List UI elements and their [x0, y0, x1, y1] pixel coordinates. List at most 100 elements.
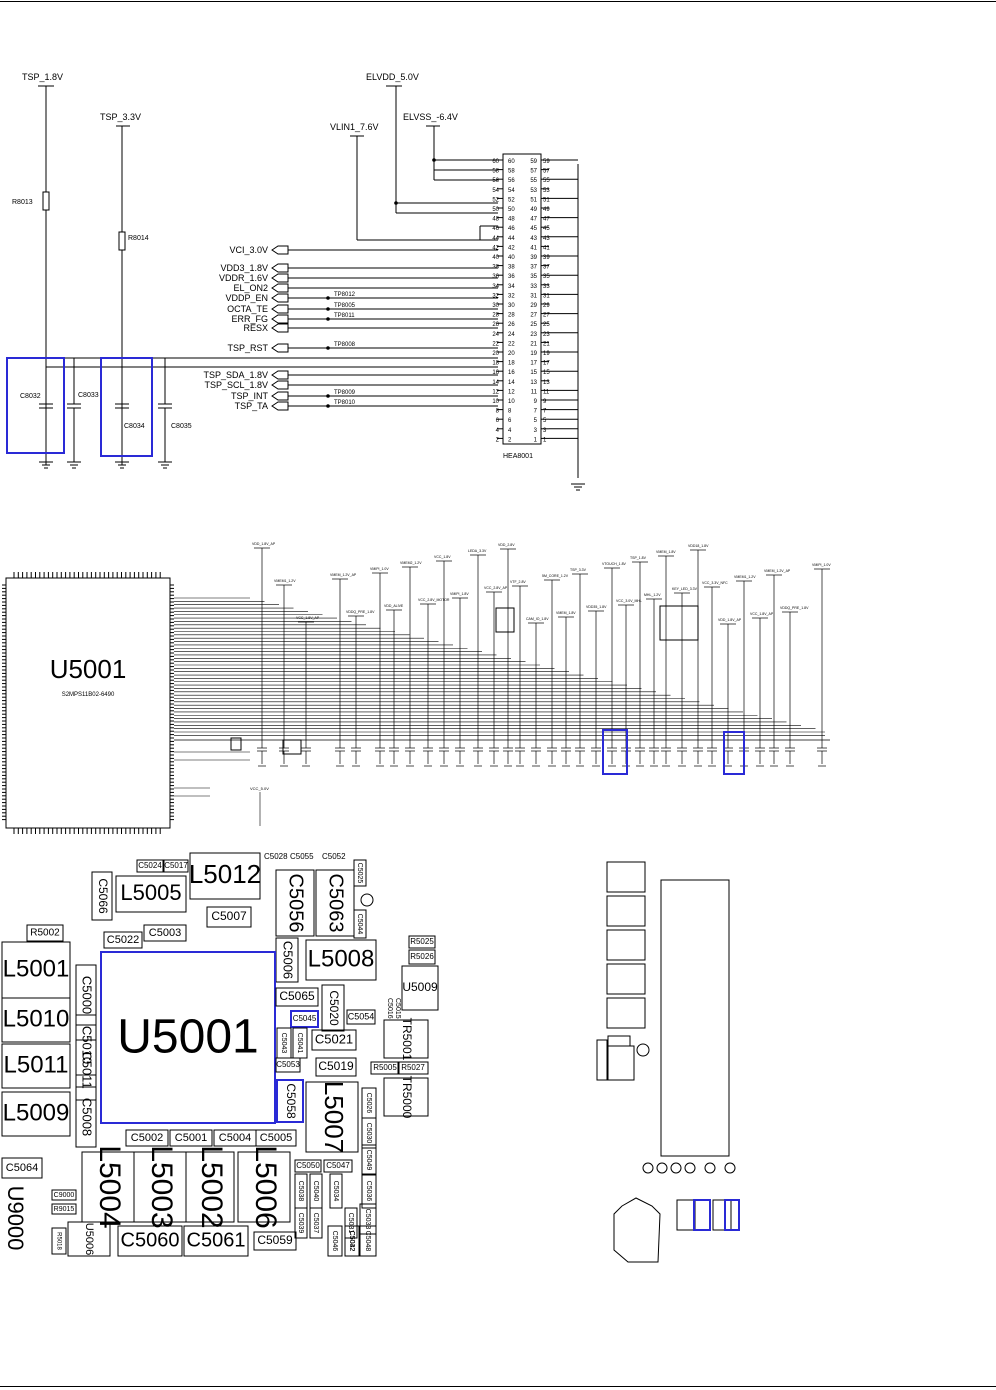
signal-label-err-fg: ERR_FG	[231, 314, 268, 324]
pcb-part	[91, 871, 113, 921]
pin-number: 8	[496, 409, 500, 415]
pcb-part-label: C5011	[80, 1051, 95, 1088]
pin-number: 43	[543, 236, 550, 242]
pcb-part	[361, 1173, 377, 1209]
pin-number: 48	[492, 217, 499, 223]
pcb-part	[26, 924, 64, 942]
pin-number: 27	[543, 313, 550, 319]
pin-number: 36	[508, 274, 515, 280]
pcb-part-label: C5019	[318, 1059, 354, 1073]
pin-number: 18	[508, 361, 515, 367]
pin-number: 39	[530, 255, 537, 261]
pcb-part	[115, 875, 187, 913]
pin-number: 7	[543, 409, 547, 415]
pcb-part	[183, 1225, 249, 1257]
rail-label: VCC_3.3V_NFC	[702, 581, 728, 585]
junction	[394, 201, 398, 205]
pcb-part-label: C5049	[365, 1150, 372, 1171]
pin-number: 28	[492, 313, 499, 319]
socket-outline	[613, 1197, 661, 1263]
pin-number: 8	[508, 409, 512, 415]
pin-number: 50	[492, 207, 499, 213]
pin-number: 9	[534, 399, 538, 405]
pcb-part-label: R5027	[401, 1063, 425, 1072]
pin-number: 48	[508, 217, 515, 223]
pcb-part-label: C5063	[325, 874, 347, 933]
pin-number: 31	[543, 293, 550, 299]
pin-number: 54	[492, 188, 499, 194]
rail-label: VCC_3.0V_MHL	[616, 599, 642, 603]
pin-number: 13	[543, 380, 550, 386]
fiducial	[636, 1043, 650, 1057]
pin-number: 34	[508, 284, 515, 290]
pin-number: 20	[508, 351, 515, 357]
pin-number: 16	[492, 370, 499, 376]
pcb-part-label: U5009	[402, 980, 438, 994]
pcb-part-label: C5048	[364, 1231, 371, 1252]
highlight-box-c8034	[100, 357, 153, 457]
pcb-part-label: C5017	[164, 861, 188, 870]
pcb-part	[397, 1061, 429, 1075]
pcb-part-label: TR5000	[400, 1076, 414, 1119]
test-point	[326, 317, 330, 321]
pin-number: 51	[543, 197, 550, 203]
pin-number: 38	[508, 265, 515, 271]
pcb-part-label: C5043	[280, 1033, 287, 1054]
pcb-part-label: C5053	[276, 1060, 300, 1069]
pin-number: 21	[530, 341, 537, 347]
pmic-body	[5, 577, 171, 829]
pcb-part-label: L5012	[189, 859, 261, 889]
pin-number: 49	[543, 207, 550, 213]
rail-label: VMEM1_1.2V	[274, 579, 296, 583]
pcb-part	[275, 1057, 301, 1073]
pcb-part-label: C5058	[284, 1083, 298, 1119]
net-label-tsp-1v8: TSP_1.8V	[22, 72, 63, 82]
pcb-part	[294, 1207, 308, 1239]
highlight-box-cap-a	[602, 729, 628, 775]
pcb-part	[1, 1157, 43, 1179]
pcb-part-label: C5061	[187, 1229, 246, 1251]
pcb-part-label: C5045	[293, 1014, 317, 1023]
pcb-part-label: C5047	[326, 1161, 350, 1170]
pcb-part-label: L5003	[145, 1145, 178, 1228]
pcb-part	[359, 1203, 377, 1235]
pcb-part-label: L5008	[308, 945, 375, 972]
pcb-part	[353, 909, 367, 939]
pin-number: 46	[508, 226, 515, 232]
pin-number: 57	[530, 169, 537, 175]
pcb-part-label: C5066	[96, 878, 110, 914]
pin-number: 54	[508, 188, 515, 194]
rail-label: VCC_1.8V_AP	[750, 612, 774, 616]
pcb-part-label: C5033	[364, 1209, 371, 1230]
pcb-part-label: C5044	[356, 914, 363, 935]
pcb-part-label: C5054	[348, 1011, 375, 1021]
pin-number: 17	[530, 361, 537, 367]
highlight-pad	[693, 1199, 711, 1231]
pcb-part-label: L5007	[319, 1081, 349, 1153]
rail-label: TSP_1.8V	[630, 556, 647, 560]
pin-number: 52	[492, 197, 499, 203]
pcb-part	[408, 935, 436, 949]
pcb-part	[305, 939, 377, 981]
pcb-part	[344, 1225, 360, 1257]
pcb-part	[344, 1207, 358, 1239]
cap-label: C8033	[78, 392, 99, 399]
rail-label: VTF_2.8V	[510, 580, 526, 584]
pcb-part	[361, 1117, 377, 1149]
pcb-part-label: L5002	[195, 1145, 228, 1228]
rail-label: VDDQ_PRE_1.8V	[780, 606, 809, 610]
pcb-part-label: C5024	[138, 861, 162, 870]
pad	[607, 1035, 631, 1047]
pin-number: 58	[508, 169, 515, 175]
pcb-part-label: R5018	[55, 1232, 61, 1250]
pcb-part	[143, 924, 187, 942]
pcb-part-label: L5001	[3, 955, 70, 982]
rail-label: VCC_2.8V_AP	[484, 586, 508, 590]
mount-hole	[704, 1162, 716, 1174]
signal-label-vddp-en: VDDP_EN	[225, 293, 268, 303]
pin-number: 5	[534, 418, 538, 424]
rail-label: VMEM_1.8V	[656, 550, 676, 554]
pin-number: 49	[530, 207, 537, 213]
pin-number: 37	[530, 265, 537, 271]
